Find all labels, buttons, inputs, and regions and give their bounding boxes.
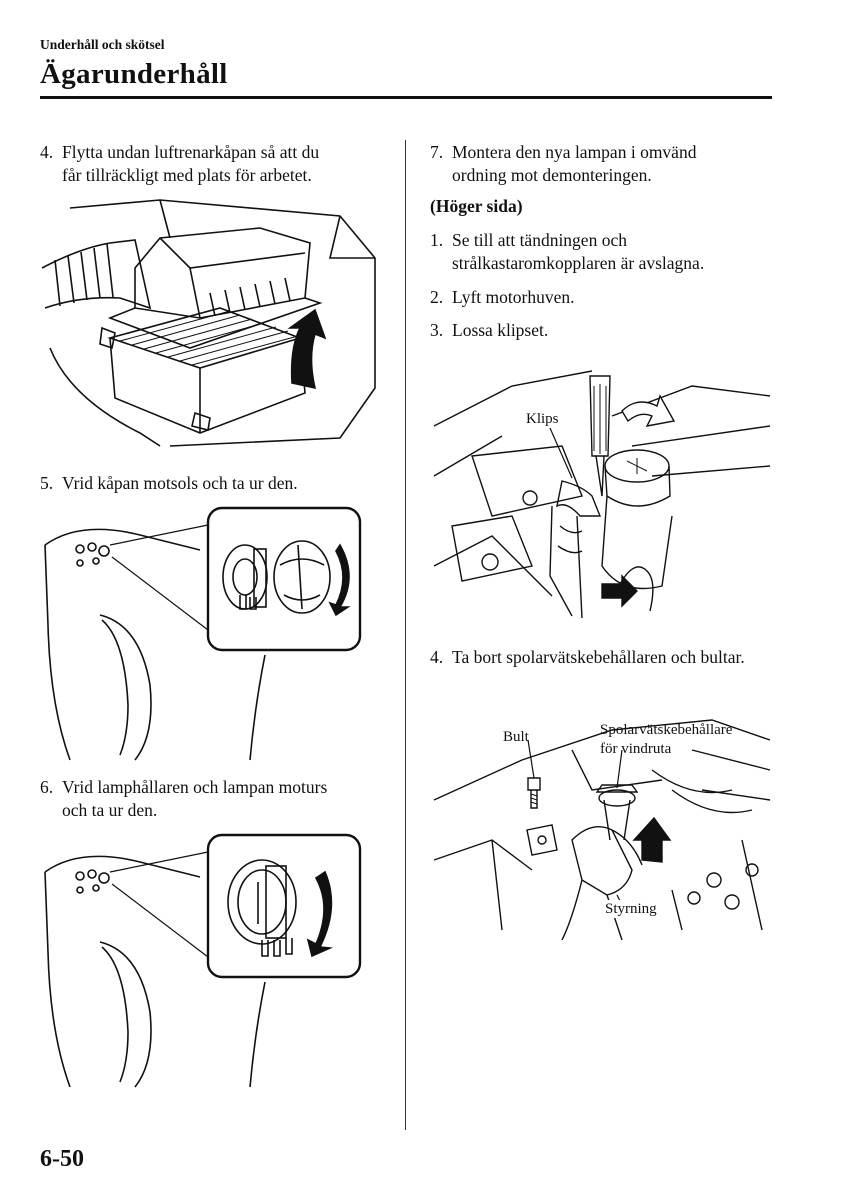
section-label: Underhåll och skötsel [40,37,165,52]
rotate-arrow-icon [306,870,334,958]
step-text-line: strålkastaromkopplaren är avslagna. [452,253,705,273]
step-text-line: Vrid lamphållaren och lampan moturs [62,777,328,797]
step-text-line: Flytta undan luftrenarkåpan så att du [62,142,320,162]
step-7: 7. Montera den nya lampan i omvänd ordni… [430,141,770,189]
title-rule [40,96,772,99]
step-r4: 4. Ta bort spolarvätskebehållaren och bu… [430,646,775,670]
arrow-icon [601,574,638,608]
step-number: 4. [40,142,54,162]
callout-bolt: Bult [503,729,529,745]
callout-washer-tank-line1: Spolarvätskebehållare [600,722,733,738]
page-number: 6-50 [40,1146,84,1172]
step-4: 4. Flytta undan luftrenarkåpan så att du… [40,141,390,189]
step-number: 1. [430,230,444,250]
step-text-line: Ta bort spolarvätskebehållaren och bulta… [452,647,745,667]
callout-clip: Klips [526,411,559,427]
step-text-line: Lyft motorhuven. [452,287,575,307]
step-r3: 3. Lossa klipset. [430,319,770,343]
arrow-icon [287,308,327,390]
step-text-line: Se till att tändningen och [452,230,627,250]
subheading-right-side: (Höger sida) [430,196,523,216]
step-text-line: Montera den nya lampan i omvänd [452,142,697,162]
step-r2: 2. Lyft motorhuven. [430,286,770,310]
step-number: 3. [430,320,444,340]
callout-washer-tank-line2: för vindruta [600,741,672,757]
step-number: 7. [430,142,444,162]
column-divider [405,140,406,1130]
step-text-line: får tillräckligt med plats för arbetet. [62,165,312,185]
washer-tank-removal-illustration [432,690,772,940]
callout-guide: Styrning [604,900,658,918]
step-6: 6. Vrid lamphållaren och lampan moturs o… [40,776,390,824]
step-text-line: Vrid kåpan motsols och ta ur den. [62,473,298,493]
rotate-arrow-icon [328,543,351,617]
arrow-icon [632,816,672,863]
step-5: 5. Vrid kåpan motsols och ta ur den. [40,472,390,496]
step-number: 5. [40,473,54,493]
cover-removal-illustration [40,505,370,765]
step-text-line: Lossa klipset. [452,320,549,340]
step-number: 4. [430,647,444,667]
air-cleaner-illustration [40,198,380,448]
clip-removal-illustration [432,366,772,618]
bulb-socket-removal-illustration [40,832,370,1092]
step-number: 2. [430,287,444,307]
step-number: 6. [40,777,54,797]
step-text-line: och ta ur den. [62,800,158,820]
page-title: Ägarunderhåll [40,58,228,90]
arrow-icon [621,394,676,427]
step-r1: 1. Se till att tändningen och strålkasta… [430,229,770,277]
step-text-line: ordning mot demonteringen. [452,165,652,185]
